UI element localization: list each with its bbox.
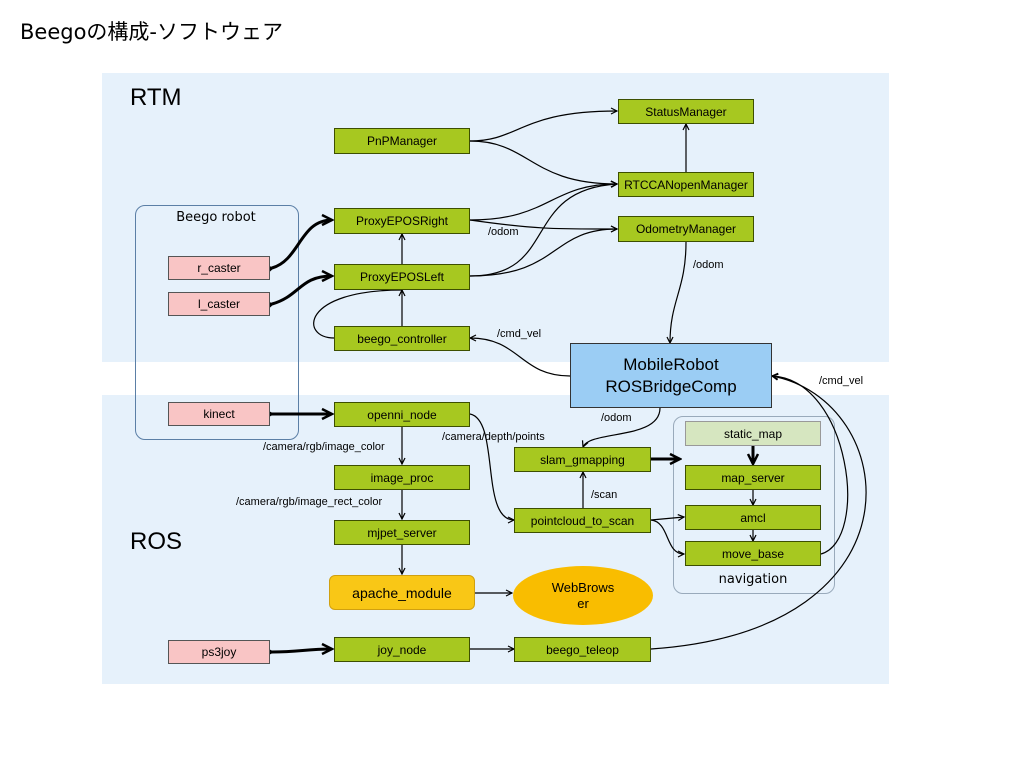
node-apache-module: apache_module <box>329 575 475 610</box>
node-joy-node: joy_node <box>334 637 470 662</box>
label-camera-rgb-image-color: /camera/rgb/image_color <box>263 441 385 453</box>
navigation-label: navigation <box>718 572 788 587</box>
node-proxy-epos-left: ProxyEPOSLeft <box>334 264 470 290</box>
edge-rcaster-right <box>272 220 332 268</box>
node-openni-node: openni_node <box>334 402 470 427</box>
label-camera-rgb-image-rect-color: /camera/rgb/image_rect_color <box>236 496 383 508</box>
node-image-proc: image_proc <box>334 465 470 490</box>
node-map-server: map_server <box>685 465 821 490</box>
node-static-map: static_map <box>685 421 821 446</box>
edge-right-odom <box>469 219 617 229</box>
slide-title: Beegoの構成-ソフトウェア <box>20 20 284 44</box>
edge-bridge-slam <box>583 407 661 447</box>
node-amcl: amcl <box>685 505 821 530</box>
beego-robot-label: Beego robot <box>176 210 256 225</box>
label-odom-right: /odom <box>488 226 519 238</box>
label-cmd-vel-controller: /cmd_vel <box>497 328 542 340</box>
beego-robot-group <box>135 205 299 440</box>
rtm-label: RTM <box>130 84 182 111</box>
edge-lcaster-left <box>272 276 332 304</box>
edge-right-rtccan <box>469 184 617 221</box>
edge-teleop-bridge <box>650 376 867 650</box>
ros-label: ROS <box>130 528 183 555</box>
node-proxy-epos-right: ProxyEPOSRight <box>334 208 470 234</box>
node-pnp-manager: PnPManager <box>334 128 470 154</box>
node-web-browser: WebBrowser <box>513 566 653 625</box>
node-pointcloud-to-scan: pointcloud_to_scan <box>514 508 651 533</box>
label-camera-depth-points: /camera/depth/points <box>442 431 545 443</box>
edge-bridge-controller <box>470 338 571 377</box>
node-slam-gmapping: slam_gmapping <box>514 447 651 472</box>
node-mjpet-server: mjpet_server <box>334 520 470 545</box>
node-mobile-robot-bridge: MobileRobot ROSBridgeComp <box>570 343 772 408</box>
edge-pnp-status <box>470 111 617 141</box>
edge-odom-bridge <box>670 241 687 343</box>
edge-left-rtccan <box>469 184 617 277</box>
node-move-base: move_base <box>685 541 821 566</box>
label-odom-manager: /odom <box>693 259 724 271</box>
node-odometry-manager: OdometryManager <box>618 216 754 242</box>
node-status-manager: StatusManager <box>618 99 754 124</box>
edge-pointcloud-movebase <box>650 519 684 554</box>
label-odom-slam: /odom <box>601 412 632 424</box>
edge-ps3joy-joy <box>272 649 332 652</box>
node-kinect: kinect <box>168 402 270 426</box>
node-l-caster: l_caster <box>168 292 270 316</box>
node-r-caster: r_caster <box>168 256 270 280</box>
label-scan: /scan <box>591 489 618 501</box>
node-ps3joy: ps3joy <box>168 640 270 664</box>
node-rtccanopen-manager: RTCCANopenManager <box>618 172 754 197</box>
node-beego-teleop: beego_teleop <box>514 637 651 662</box>
edge-left-odom <box>469 229 617 277</box>
edge-pnp-rtccan <box>469 140 617 184</box>
navigation-group <box>673 416 835 594</box>
edge-pointcloud-amcl <box>650 517 684 520</box>
node-beego-controller: beego_controller <box>334 326 470 351</box>
label-cmd-vel-move-base: /cmd_vel <box>819 375 864 387</box>
edge-openni-pointcloud <box>469 413 514 520</box>
